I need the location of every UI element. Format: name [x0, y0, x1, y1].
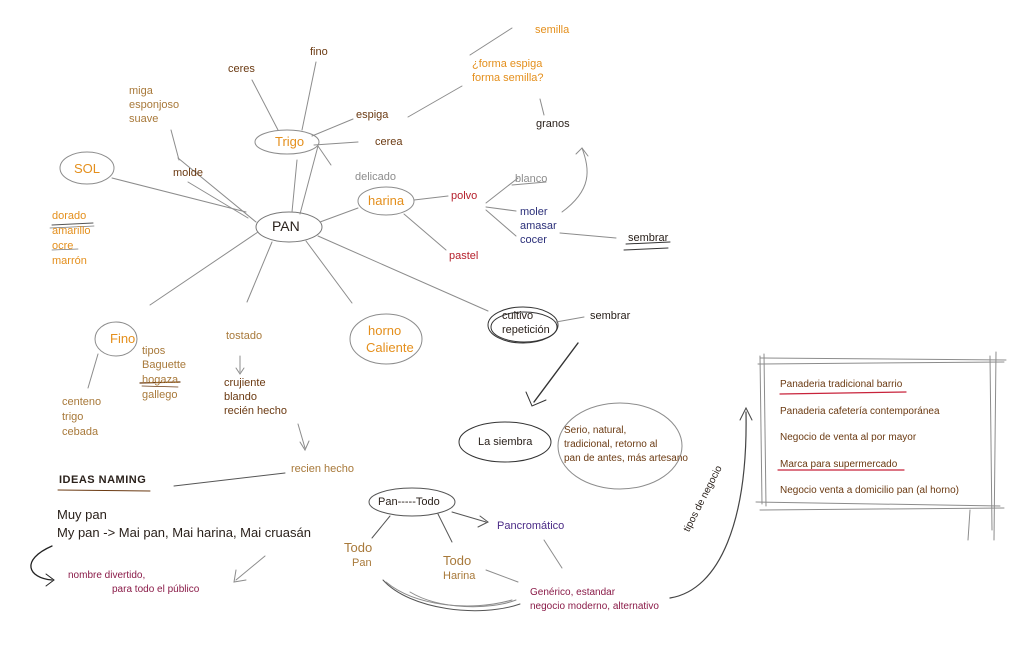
- siembra-desc-1: Serio, natural,: [564, 425, 627, 436]
- sol-color-dorado: dorado: [52, 210, 87, 222]
- sol-node-outline: [59, 151, 115, 185]
- espiga-label: espiga: [356, 109, 389, 121]
- moler-label: moler: [520, 206, 548, 218]
- siembra-desc-outline: [557, 402, 683, 490]
- miga-label: miga: [129, 85, 153, 97]
- sembrar-harina-label: sembrar: [628, 232, 669, 244]
- pancromatico-label: Pancromático: [497, 520, 565, 532]
- my-pan-label: My pan -> Mai pan, Mai harina, Mai cruas…: [57, 525, 311, 540]
- generico-label-1: Genérico, estandar: [530, 587, 616, 598]
- fino-baguette-label: Baguette: [142, 359, 187, 371]
- pantodo-node-outline: [368, 487, 456, 517]
- polvo-label: polvo: [451, 190, 478, 202]
- amasar-label: amasar: [520, 220, 557, 232]
- nombre-divertido-label: nombre divertido,: [68, 570, 146, 581]
- trigo-node-outline: [254, 129, 320, 155]
- fino-gallego-label: gallego: [142, 389, 178, 401]
- sol-color-ocre: ocre: [52, 240, 74, 252]
- forma-semilla-label: forma semilla?: [472, 72, 544, 84]
- todo-harina-label-2: Harina: [443, 570, 476, 582]
- negocio-item-3: Negocio de venta al por mayor: [780, 432, 917, 443]
- recien-hecho-label: recien hecho: [291, 463, 354, 475]
- crujiente-label: crujiente: [224, 377, 266, 389]
- cocer-label: cocer: [520, 234, 547, 246]
- horno-label: horno: [368, 323, 402, 338]
- generico-label-2: negocio moderno, alternativo: [530, 601, 659, 612]
- cultivo-label: cultivo: [502, 310, 534, 322]
- todo-pan-label-1: Todo: [344, 540, 373, 555]
- negocio-item-5: Negocio venta a domicilio pan (al horno): [780, 485, 959, 496]
- negocio-item-2: Panaderia cafetería contemporánea: [780, 406, 940, 417]
- cultivo-node-outline-2: [490, 311, 558, 343]
- todo-pan-label-2: Pan: [352, 557, 372, 569]
- siembra-desc-2: tradicional, retorno al: [564, 439, 658, 450]
- todo-harina-label-1: Todo: [443, 553, 472, 568]
- cereal-centeno-label: centeno: [62, 396, 102, 408]
- cerea-label: cerea: [375, 136, 403, 148]
- la-siembra-label: La siembra: [478, 436, 533, 448]
- siembra-desc-3: pan de antes, más artesano: [564, 453, 688, 464]
- sembrar-cultivo-label: sembrar: [590, 310, 631, 322]
- cultivo-node-outline: [487, 306, 559, 344]
- pan-todo-label: Pan-----Todo: [378, 496, 440, 508]
- fino-node-outline: [94, 321, 138, 357]
- molde-label: molde: [173, 167, 203, 179]
- repeticion-label: repetición: [502, 324, 550, 336]
- harina-label: harina: [368, 193, 405, 208]
- forma-espiga-label: ¿forma espiga: [472, 58, 543, 70]
- trigo-label: Trigo: [275, 134, 305, 149]
- ideas-naming-title: IDEAS NAMING: [59, 474, 147, 486]
- sol-label: SOL: [74, 161, 101, 176]
- sol-color-amarillo: amarillo: [52, 225, 91, 237]
- fino-label: Fino: [110, 331, 136, 346]
- tostado-label: tostado: [226, 330, 263, 342]
- negocio-item-4: Marca para supermercado: [780, 459, 898, 470]
- caliente-label: Caliente: [366, 340, 414, 355]
- fino-tipos-label: tipos: [142, 345, 166, 357]
- recien-hecho-item-label: recién hecho: [224, 405, 287, 417]
- negocio-item-1: Panaderia tradicional barrio: [780, 379, 903, 390]
- pastel-label: pastel: [449, 250, 479, 262]
- cereal-trigo-label: trigo: [62, 411, 84, 423]
- cereal-cebada-label: cebada: [62, 426, 99, 438]
- blando-label: blando: [224, 391, 258, 403]
- esponjoso-label: esponjoso: [129, 99, 180, 111]
- fino-hogaza-label: hogaza: [142, 374, 179, 386]
- pan-node-outline: [255, 211, 323, 243]
- horno-node-outline: [349, 313, 423, 365]
- semilla-label: semilla: [535, 24, 570, 36]
- sol-color-marron: marrón: [52, 255, 87, 267]
- delicado-label: delicado: [355, 171, 396, 183]
- suave-label: suave: [129, 113, 159, 125]
- harina-node-outline: [357, 186, 415, 216]
- pan-center-label: PAN: [272, 218, 300, 234]
- todo-publico-label: para todo el público: [112, 584, 200, 595]
- muy-pan-label: Muy pan: [57, 507, 107, 522]
- ceres-label: ceres: [228, 63, 255, 75]
- blanco-label: blanco: [515, 173, 548, 185]
- fino-word-label: fino: [310, 46, 328, 58]
- granos-label: granos: [536, 118, 570, 130]
- siembra-node-outline: [458, 421, 552, 463]
